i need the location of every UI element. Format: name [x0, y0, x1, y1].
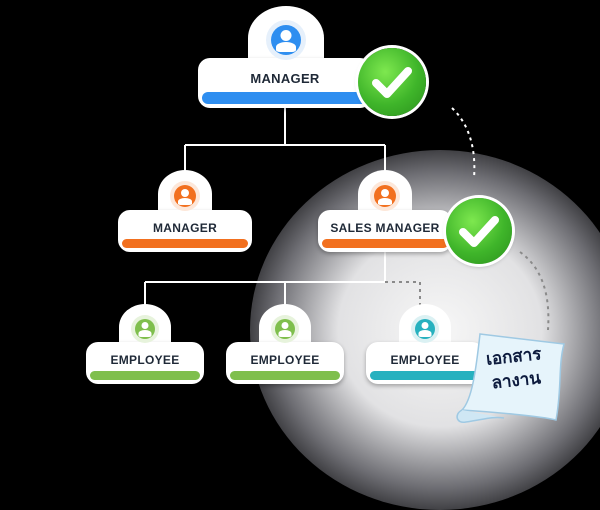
card-employee-2: EMPLOYEE	[226, 342, 344, 384]
card-employee-1: EMPLOYEE	[86, 342, 204, 384]
node-label: SALES MANAGER	[330, 221, 440, 235]
check-mark-icon	[446, 198, 512, 264]
user-avatar-icon	[411, 315, 439, 343]
card-sales-manager: SALES MANAGER	[318, 210, 452, 252]
node-label: MANAGER	[250, 71, 320, 86]
node-accent-bar	[370, 371, 480, 380]
connector-sales-to-employees	[144, 252, 386, 312]
node-accent-bar	[230, 371, 340, 380]
connector-lines	[144, 107, 550, 331]
check-mark-icon	[358, 48, 426, 116]
node-accent-bar	[90, 371, 200, 380]
card-top-manager: MANAGER	[198, 58, 372, 108]
node-label: EMPLOYEE	[390, 353, 460, 367]
user-avatar-icon	[370, 181, 400, 211]
card-left-manager: MANAGER	[118, 210, 252, 252]
document-title: เอกสาร ลางาน	[478, 341, 553, 396]
org-chart-stage: MANAGER MANAGER SALES MANAGER	[86, 6, 600, 510]
user-avatar-icon	[266, 20, 306, 60]
user-avatar-icon	[131, 315, 159, 343]
dotted-connector-top-check	[451, 107, 476, 179]
node-accent-bar	[202, 92, 368, 104]
node-accent-bar	[122, 239, 248, 248]
node-label: EMPLOYEE	[250, 353, 320, 367]
dotted-connector-sales-employee	[385, 281, 421, 312]
node-accent-bar	[322, 239, 448, 248]
user-avatar-icon	[271, 315, 299, 343]
node-label: MANAGER	[152, 221, 218, 235]
card-employee-3: EMPLOYEE	[366, 342, 484, 384]
node-label: EMPLOYEE	[110, 353, 180, 367]
user-avatar-icon	[170, 181, 200, 211]
connector-top-to-managers	[184, 108, 386, 178]
dotted-connector-check-document	[519, 251, 550, 331]
document-icon	[456, 333, 565, 423]
